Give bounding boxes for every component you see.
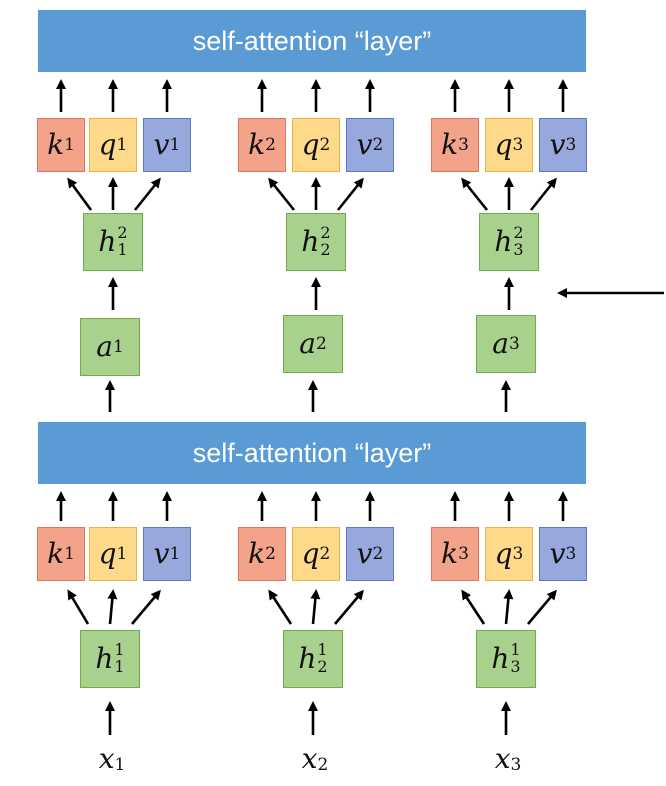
layer-label: self-attention “layer” bbox=[192, 437, 432, 468]
self-attention-layer-top: self-attention “layer” bbox=[38, 10, 586, 72]
arrow-h1-to-key-1 bbox=[67, 589, 90, 625]
arrow-h1-to-query-3 bbox=[503, 589, 514, 625]
arrow-h1-to-value-1 bbox=[131, 589, 161, 625]
arrow-h1-to-value-3 bbox=[527, 589, 557, 625]
arrow-h2-to-value-2 bbox=[336, 177, 364, 211]
arrow-h2-to-value-1 bbox=[133, 177, 161, 211]
arrow-h1-to-query-2 bbox=[310, 589, 321, 625]
arrow-h1-to-value-2 bbox=[334, 589, 364, 625]
arrow-h2-to-value-3 bbox=[529, 177, 557, 211]
arrow-h1-to-key-2 bbox=[268, 589, 293, 625]
arrow-h1-to-key-3 bbox=[461, 589, 486, 625]
arrow-h1-to-query-1 bbox=[107, 589, 118, 625]
self-attention-layer-bottom: self-attention “layer” bbox=[38, 422, 586, 484]
layer-label: self-attention “layer” bbox=[192, 25, 432, 56]
arrow-h2-to-key-3 bbox=[461, 177, 489, 211]
arrow-h2-to-key-2 bbox=[268, 177, 296, 211]
arrow-h2-to-key-1 bbox=[67, 177, 93, 211]
